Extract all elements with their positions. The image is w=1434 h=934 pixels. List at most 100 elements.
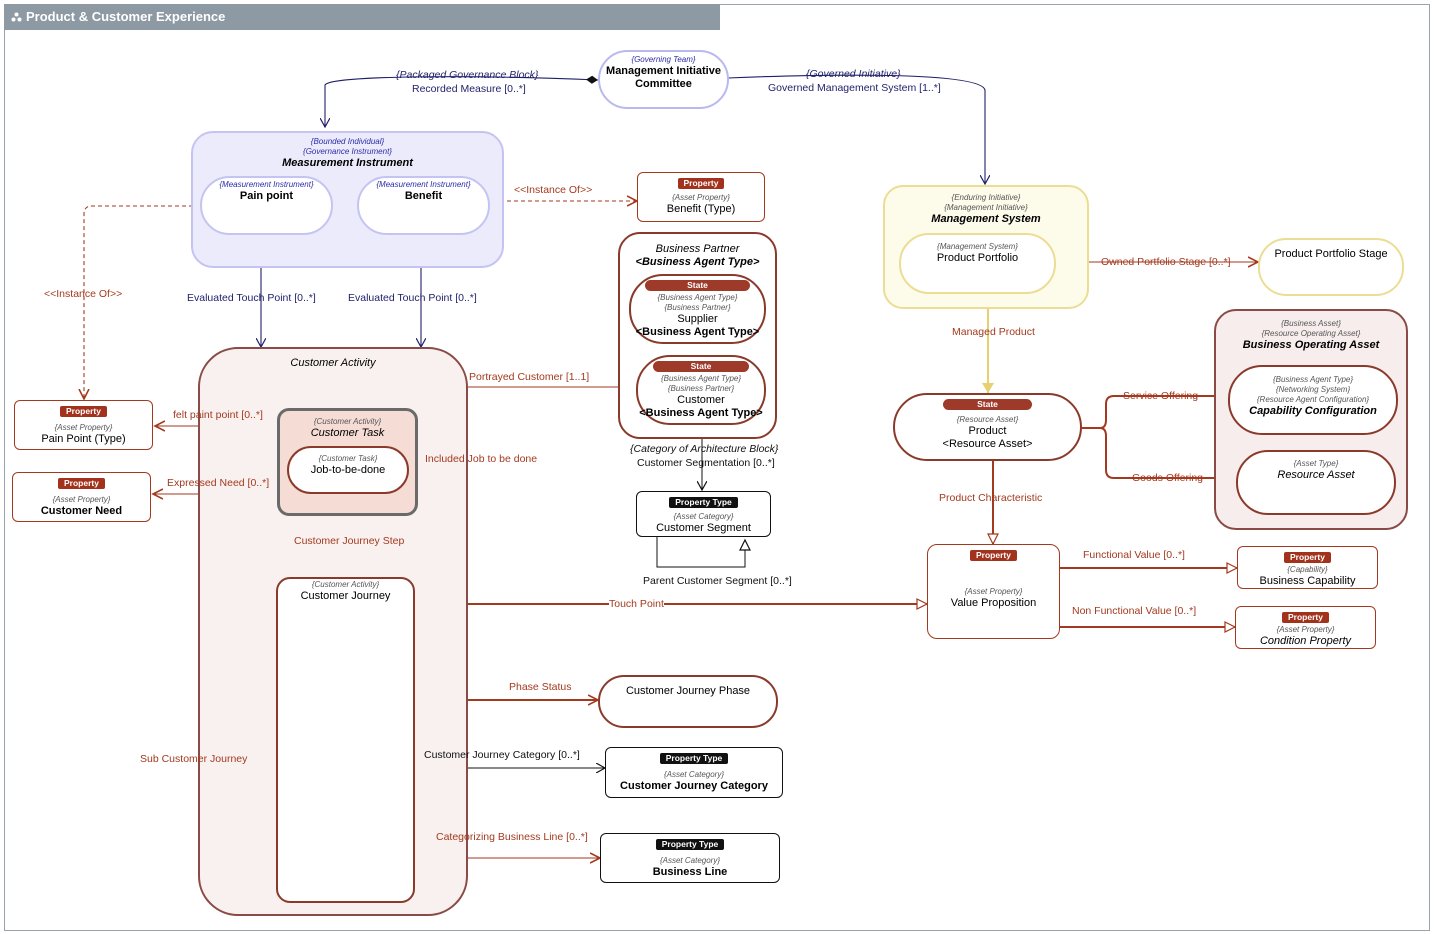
label-service-offering: Service Offering	[1123, 390, 1199, 402]
benefit-node[interactable]: {Measurement Instrument} Benefit	[357, 176, 490, 235]
node-name: Measurement Instrument	[282, 157, 413, 169]
property-tag: Property	[1284, 552, 1331, 563]
node-name: Value Proposition	[950, 597, 1037, 609]
property-type-tag: Property Type	[659, 753, 729, 764]
stereotype-2: {Resource Operating Asset}	[1261, 329, 1361, 338]
property-tag: Property	[970, 550, 1017, 561]
node-name-1: Product	[968, 425, 1007, 437]
property-tag: Property	[1282, 612, 1329, 623]
stereotype: {Governing Team}	[631, 55, 696, 64]
node-name-2: <Business Agent Type>	[635, 256, 760, 268]
condition-property-node[interactable]: Property {Asset Property} Condition Prop…	[1235, 606, 1376, 649]
label-touch-point: Touch Point	[609, 598, 664, 610]
label-managed-product: Managed Product	[952, 326, 1035, 338]
stereotype: {Measurement Instrument}	[376, 180, 471, 189]
node-name: Business Line	[652, 866, 728, 878]
stereotype-3: {Resource Agent Configuration}	[1256, 395, 1370, 404]
node-name: Customer Activity	[290, 357, 376, 369]
property-type-tag: Property Type	[655, 839, 725, 850]
pain-point-type-node[interactable]: Property {Asset Property} Pain Point (Ty…	[14, 400, 153, 450]
label-functional-value: Functional Value [0..*]	[1083, 549, 1185, 561]
node-name: Product Portfolio Stage	[1274, 248, 1388, 260]
resource-asset-node[interactable]: {Asset Type} Resource Asset	[1236, 450, 1396, 515]
customer-need-node[interactable]: Property {Asset Property} Customer Need	[12, 472, 151, 522]
stereotype: {Measurement Instrument}	[219, 180, 314, 189]
stereotype: {Customer Activity}	[313, 417, 382, 426]
value-proposition-node[interactable]: Property {Asset Property} Value Proposit…	[927, 544, 1060, 639]
management-initiative-committee-node[interactable]: {Governing Team} Management Initiative C…	[598, 50, 729, 109]
label-governed-management-system: Governed Management System [1..*]	[768, 82, 941, 94]
label-recorded-measure: Recorded Measure [0..*]	[412, 83, 526, 95]
customer-journey-category-node[interactable]: Property Type {Asset Category} Customer …	[605, 747, 783, 798]
label-goods-offering: Goods Offering	[1132, 472, 1204, 484]
business-line-node[interactable]: Property Type {Asset Category} Business …	[600, 833, 780, 883]
customer-journey-phase-node[interactable]: Customer Journey Phase	[598, 675, 778, 728]
customer-segment-node[interactable]: Property Type {Asset Category} Customer …	[636, 491, 771, 537]
label-evaluated-touch-point-2: Evaluated Touch Point [0..*]	[348, 292, 477, 304]
link-instance-of-pain-point	[84, 205, 200, 399]
node-name-2: <Business Agent Type>	[639, 407, 763, 419]
stereotype: {Asset Category}	[663, 770, 725, 779]
node-name: Pain point	[239, 190, 294, 202]
stereotype: {Asset Property}	[964, 587, 1023, 596]
label-customer-segmentation: Customer Segmentation [0..*]	[637, 457, 775, 469]
diagram-icon	[11, 12, 22, 22]
stereotype-2: {Management Initiative}	[944, 203, 1028, 212]
node-name: Condition Property	[1259, 635, 1352, 647]
diagram-title: Product & Customer Experience	[26, 9, 226, 24]
customer-node[interactable]: State {Business Agent Type} {Business Pa…	[636, 355, 766, 425]
customer-journey-node[interactable]: {Customer Activity} Customer Journey	[276, 577, 415, 903]
supplier-node[interactable]: State {Business Agent Type} {Business Pa…	[629, 274, 766, 344]
stereotype-1: {Business Agent Type}	[657, 293, 738, 302]
business-capability-node[interactable]: Property {Capability} Business Capabilit…	[1237, 546, 1378, 589]
stereotype: {Resource Asset}	[956, 415, 1019, 424]
stereotype: {Customer Task}	[318, 454, 378, 463]
product-portfolio-stage-node[interactable]: Product Portfolio Stage	[1258, 238, 1404, 296]
node-name-1: Supplier	[677, 313, 718, 325]
label-customer-journey-step: Customer Journey Step	[294, 535, 405, 547]
pain-point-node[interactable]: {Measurement Instrument} Pain point	[200, 176, 333, 235]
node-name: Job-to-be-done	[310, 464, 386, 476]
node-name-1: Business Partner	[655, 243, 740, 255]
link-recorded-measure	[325, 77, 599, 127]
benefit-type-node[interactable]: Property {Asset Property} Benefit (Type)	[637, 172, 765, 222]
node-name: Management System	[931, 213, 1041, 225]
state-tag: State	[645, 280, 750, 291]
stereotype-2: {Business Partner}	[664, 303, 731, 312]
stereotype-1: {Business Agent Type}	[1272, 375, 1354, 384]
product-portfolio-node[interactable]: {Management System} Product Portfolio	[899, 233, 1056, 294]
property-tag: Property	[58, 478, 105, 489]
node-name-2: <Business Agent Type>	[635, 326, 760, 338]
node-name-2: <Resource Asset>	[942, 438, 1033, 450]
node-name: Customer Need	[40, 505, 123, 517]
stereotype: {Customer Activity}	[311, 580, 380, 589]
label-packaged-governance: {Packaged Governance Block}	[396, 69, 539, 81]
link-goods-offering	[1082, 427, 1236, 478]
property-tag: Property	[60, 406, 107, 417]
stereotype-2: {Business Partner}	[667, 384, 735, 393]
node-name: Capability Configuration	[1249, 405, 1377, 417]
node-name: Customer Journey	[300, 590, 391, 602]
label-sub-customer-journey: Sub Customer Journey	[140, 753, 248, 765]
job-to-be-done-node[interactable]: {Customer Task} Job-to-be-done	[287, 446, 409, 494]
label-portrayed-customer: Portrayed Customer [1..1]	[469, 371, 590, 383]
label-owned-portfolio-stage: Owned Portfolio Stage [0..*]	[1101, 256, 1231, 268]
property-type-tag: Property Type	[669, 497, 738, 508]
capability-configuration-node[interactable]: {Business Agent Type} {Networking System…	[1228, 365, 1398, 435]
product-node[interactable]: State {Resource Asset} Product <Resource…	[893, 393, 1082, 461]
node-name: Pain Point (Type)	[41, 433, 126, 445]
state-tag: State	[652, 361, 750, 372]
label-parent-customer-segment: Parent Customer Segment [0..*]	[643, 575, 792, 587]
label-product-characteristic: Product Characteristic	[939, 492, 1043, 504]
label-governed-initiative: {Governed Initiative}	[806, 68, 901, 80]
label-categorizing-business-line: Categorizing Business Line [0..*]	[436, 831, 588, 843]
stereotype: {Asset Property}	[1276, 625, 1335, 634]
node-name: Customer Segment	[656, 522, 751, 534]
label-instance-of-pain-point: <<Instance Of>>	[44, 288, 123, 300]
node-name: Product Portfolio	[936, 252, 1019, 264]
stereotype: {Capability}	[1287, 565, 1328, 574]
stereotype-2: {Governance Instrument}	[303, 147, 392, 156]
label-included-job: Included Job to be done	[425, 453, 538, 465]
link-parent-customer-segment	[656, 537, 751, 568]
